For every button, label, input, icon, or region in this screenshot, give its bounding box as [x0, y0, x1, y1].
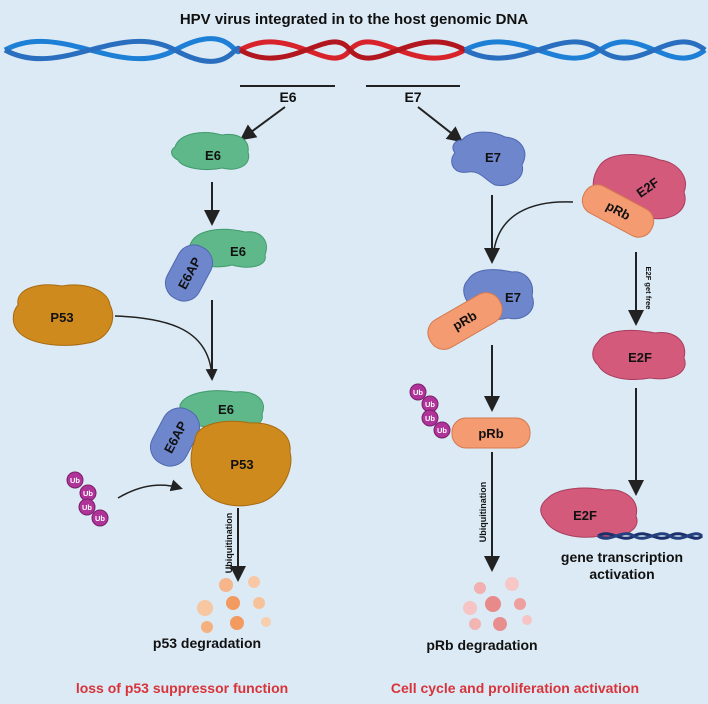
ub-label-r1: Ub: [413, 388, 423, 397]
ub-label-l3: Ub: [82, 503, 92, 512]
gene-transcription-label: gene transcription: [561, 549, 683, 565]
ubiquitin-chain-right: Ub Ub Ub Ub: [409, 383, 451, 439]
ub-label-l4: Ub: [95, 514, 105, 523]
e2f-free-protein: E2F: [592, 329, 686, 380]
arrow-p53-join: [114, 315, 218, 381]
target-dna-helix: [597, 532, 704, 540]
arrow-prb-join: [493, 201, 574, 251]
e7-protein-label: E7: [485, 150, 501, 165]
e2f-on-dna: E2F: [540, 487, 638, 538]
prb-fragments: [463, 577, 532, 631]
ub-label-l2: Ub: [83, 489, 93, 498]
e6-protein: E6: [171, 132, 250, 171]
complex2-e6-label: E6: [218, 402, 234, 417]
prb-alone-label: pRb: [478, 426, 503, 441]
p53-degradation-caption: p53 degradation: [153, 635, 261, 651]
activation-label: activation: [589, 566, 654, 582]
p53-fragments: [197, 576, 271, 633]
e2f-prb-complex: E2F pRb: [581, 154, 686, 238]
dna-helix: [3, 36, 707, 64]
diagram-title: HPV virus integrated in to the host geno…: [180, 11, 529, 28]
ubiquitination-label-left: Ubiquitination: [224, 513, 234, 574]
e2f-free-label: E2F: [628, 350, 652, 365]
e6-e6ap-complex: E6 E6AP: [164, 228, 267, 302]
arrow-to-e6: [239, 106, 286, 141]
e6-protein-label: E6: [205, 148, 221, 163]
ubiquitination-label-right: Ubiquitination: [478, 482, 488, 543]
left-outcome-text: loss of p53 suppressor function: [76, 680, 288, 696]
ubiquitin-chain-left: Ub Ub Ub Ub: [66, 471, 109, 527]
arrow-ub-left: [117, 479, 183, 499]
e2f-get-free-label: E2F get free: [644, 267, 653, 310]
ub-label-l1: Ub: [70, 476, 80, 485]
e7-protein: E7: [451, 131, 526, 187]
ub-label-r4: Ub: [437, 426, 447, 435]
p53-label: P53: [50, 310, 73, 325]
e6-gene-label: E6: [279, 89, 296, 105]
ub-label-r3: Ub: [425, 414, 435, 423]
complex2-p53-label: P53: [230, 457, 253, 472]
right-outcome-text: Cell cycle and proliferation activation: [391, 680, 639, 696]
p53-protein: P53: [12, 284, 114, 346]
ub-label-r2: Ub: [425, 400, 435, 409]
prb-degradation-caption: pRb degradation: [426, 637, 537, 653]
e6-e6ap-p53-complex: E6 E6AP P53: [149, 390, 292, 507]
e7-prb-complex: E7 pRb: [427, 269, 534, 350]
arrow-to-e7: [417, 106, 464, 143]
complex1-e6-label: E6: [230, 244, 246, 259]
prb-protein: pRb: [451, 417, 531, 449]
e7-gene-label: E7: [404, 89, 421, 105]
e2f-dna-label: E2F: [573, 508, 597, 523]
e7-in-complex-label: E7: [505, 290, 521, 305]
